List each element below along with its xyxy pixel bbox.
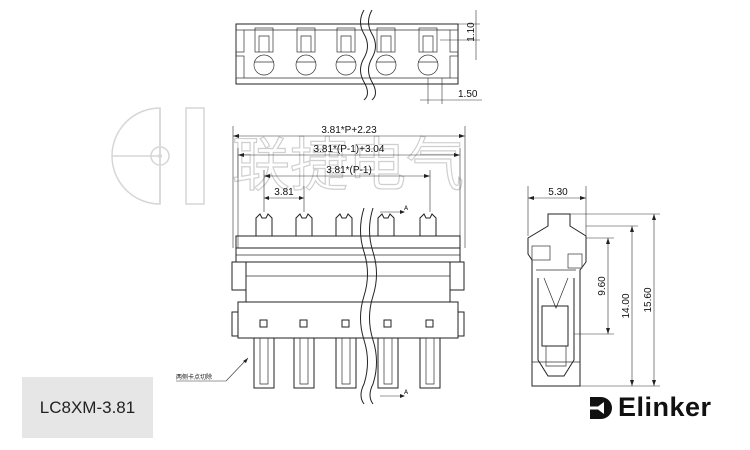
dim-top-pin-offset: 1.50 — [420, 78, 482, 104]
dim-side-depth: 5.30 — [527, 186, 587, 236]
brand-logo: Elinker — [586, 392, 712, 423]
brand-name: Elinker — [618, 392, 712, 422]
dim-label-1-50: 1.50 — [458, 89, 478, 100]
dim-pitch-span: 3.81*(P-1) — [264, 165, 430, 178]
section-marker-bottom: A — [404, 389, 409, 396]
watermark-logo — [111, 107, 205, 205]
dim-label-pitch: 3.81 — [274, 187, 294, 198]
dim-label-1-10: 1.10 — [466, 22, 477, 42]
watermark-text: 联捷电气 — [232, 131, 464, 199]
dim-overall: 3.81*P+2.23 — [233, 125, 465, 138]
dim-label-14-00: 14.00 — [621, 293, 632, 318]
brand-mark-icon — [590, 396, 612, 419]
front-view: A A — [231, 126, 466, 405]
dim-label-9-60: 9.60 — [597, 276, 608, 296]
dim-label-side-depth: 5.30 — [548, 187, 568, 198]
dim-label-overall: 3.81*P+2.23 — [321, 125, 377, 136]
dim-label-pitch-span-plus: 3.81*(P-1)+3.04 — [314, 144, 385, 155]
socket-holes — [259, 319, 434, 328]
cut-note: 两侧卡点切除 — [176, 357, 249, 382]
side-view — [527, 213, 587, 387]
dim-pitch: 3.81 — [264, 187, 304, 200]
model-label: LC8XM-3.81 — [39, 397, 136, 417]
cut-note-text: 两侧卡点切除 — [176, 373, 212, 381]
top-view-contacts — [253, 27, 439, 76]
model-label-box: LC8XM-3.81 — [22, 377, 153, 438]
top-view — [235, 9, 459, 101]
dim-heights: 9.60 14.00 15.60 — [570, 213, 660, 387]
pin-row — [255, 213, 437, 236]
section-marker-top: A — [404, 205, 409, 212]
dim-label-15-60: 15.60 — [643, 287, 654, 312]
dim-top-pin-height: 1.10 — [440, 10, 480, 60]
lower-legs — [253, 338, 441, 389]
dim-pitch-span-plus: 3.81*(P-1)+3.04 — [238, 144, 460, 157]
dim-label-pitch-span: 3.81*(P-1) — [326, 165, 372, 176]
